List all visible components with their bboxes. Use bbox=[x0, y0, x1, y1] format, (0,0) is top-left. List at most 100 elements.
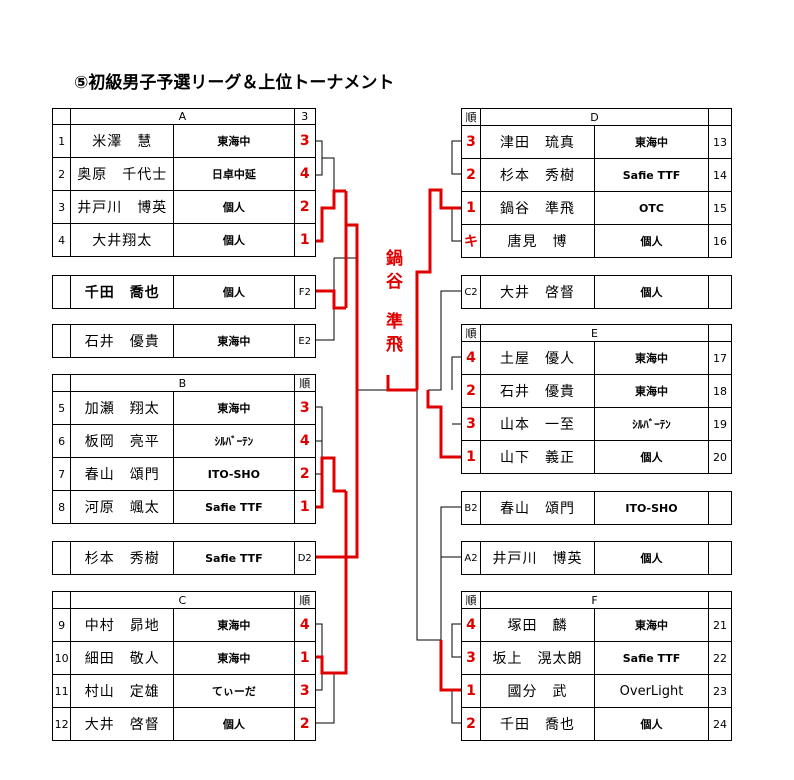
bracket-line bbox=[451, 356, 461, 390]
player-name: 中村 昴地 bbox=[70, 608, 175, 642]
player-rank: 3 bbox=[461, 641, 481, 675]
player-rank: 2 bbox=[293, 707, 316, 741]
player-club: 個人 bbox=[594, 541, 709, 575]
advance-line bbox=[316, 557, 348, 675]
player-rank: 2 bbox=[461, 158, 481, 192]
player-name: 板岡 亮平 bbox=[70, 424, 175, 458]
group-label: A bbox=[70, 108, 295, 125]
player-club: OverLight bbox=[593, 674, 710, 708]
player-rank: 1 bbox=[293, 223, 316, 257]
group-label: D bbox=[479, 108, 710, 126]
player-club: 東海中 bbox=[173, 391, 295, 425]
player-club: てぃーだ bbox=[173, 674, 295, 708]
player-name: 山下 義正 bbox=[480, 440, 595, 474]
player-number: 7 bbox=[51, 457, 72, 491]
player-name: 千田 喬也 bbox=[70, 275, 175, 309]
player-name: 大井翔太 bbox=[70, 223, 175, 257]
player-number: 19 bbox=[708, 407, 733, 441]
player-club: 東海中 bbox=[173, 124, 295, 158]
player-number: 15 bbox=[708, 191, 733, 225]
player-club: Safie TTF bbox=[593, 641, 710, 675]
bracket-line bbox=[316, 258, 335, 341]
player-club: Safie TTF bbox=[593, 158, 710, 192]
player-number: 16 bbox=[708, 224, 733, 258]
group-label: F bbox=[479, 591, 710, 609]
player-rank: 3 bbox=[293, 674, 316, 708]
advance-line bbox=[439, 640, 461, 692]
rank-header: 順 bbox=[461, 324, 481, 342]
seed-label: C2 bbox=[461, 275, 481, 309]
player-number: 20 bbox=[708, 440, 733, 474]
player-club: 個人 bbox=[173, 190, 295, 224]
player-rank: 2 bbox=[293, 190, 316, 224]
advance-line bbox=[344, 191, 359, 390]
player-club: 東海中 bbox=[593, 608, 710, 642]
group-label: C bbox=[70, 591, 295, 609]
player-name: 國分 武 bbox=[480, 674, 595, 708]
player-rank: 3 bbox=[293, 391, 316, 425]
bracket-line bbox=[316, 406, 323, 442]
rank-header: 順 bbox=[461, 591, 481, 609]
bracket-line bbox=[316, 623, 323, 691]
player-name: 坂上 滉太朗 bbox=[480, 641, 595, 675]
bracket-line bbox=[428, 290, 461, 391]
player-rank: 2 bbox=[461, 374, 481, 408]
seed-label: E2 bbox=[293, 324, 316, 358]
player-club: ｼﾙﾊﾞｰﾃﾝ bbox=[593, 407, 710, 441]
player-number: 3 bbox=[51, 190, 72, 224]
player-number: 21 bbox=[708, 608, 733, 642]
player-rank: 4 bbox=[293, 157, 316, 191]
advance-line bbox=[316, 189, 346, 243]
player-club: 個人 bbox=[173, 707, 295, 741]
bracket-line bbox=[451, 140, 461, 175]
player-rank: 1 bbox=[293, 490, 316, 524]
player-name: 加瀬 翔太 bbox=[70, 391, 175, 425]
group-label: B bbox=[70, 374, 295, 392]
advance-line bbox=[316, 390, 359, 559]
player-name: 千田 喬也 bbox=[480, 707, 595, 741]
player-number: 14 bbox=[708, 158, 733, 192]
player-rank: 3 bbox=[293, 124, 316, 158]
player-number: 6 bbox=[51, 424, 72, 458]
player-name: 鍋谷 準飛 bbox=[480, 191, 595, 225]
group-label: E bbox=[479, 324, 710, 342]
player-club: ITO-SHO bbox=[173, 457, 295, 491]
player-name: 塚田 麟 bbox=[480, 608, 595, 642]
champion-name-line2: 準 飛 bbox=[382, 312, 402, 352]
player-name: 米澤 慧 bbox=[70, 124, 175, 158]
bracket-line bbox=[451, 208, 461, 242]
player-name: 大井 啓督 bbox=[70, 707, 175, 741]
player-rank: 1 bbox=[461, 191, 481, 225]
player-club: OTC bbox=[593, 191, 710, 225]
advance-line bbox=[386, 375, 417, 392]
player-rank: 4 bbox=[293, 608, 316, 642]
player-club: 個人 bbox=[173, 275, 295, 309]
player-club: 個人 bbox=[594, 275, 709, 309]
player-rank: 3 bbox=[461, 125, 481, 159]
player-name: 井戸川 博英 bbox=[70, 190, 175, 224]
bracket-line bbox=[322, 157, 335, 191]
player-club: 個人 bbox=[593, 707, 710, 741]
player-name: 春山 頌門 bbox=[480, 491, 595, 525]
seed-label: A2 bbox=[461, 541, 481, 575]
rank-header: 3 bbox=[293, 108, 316, 125]
